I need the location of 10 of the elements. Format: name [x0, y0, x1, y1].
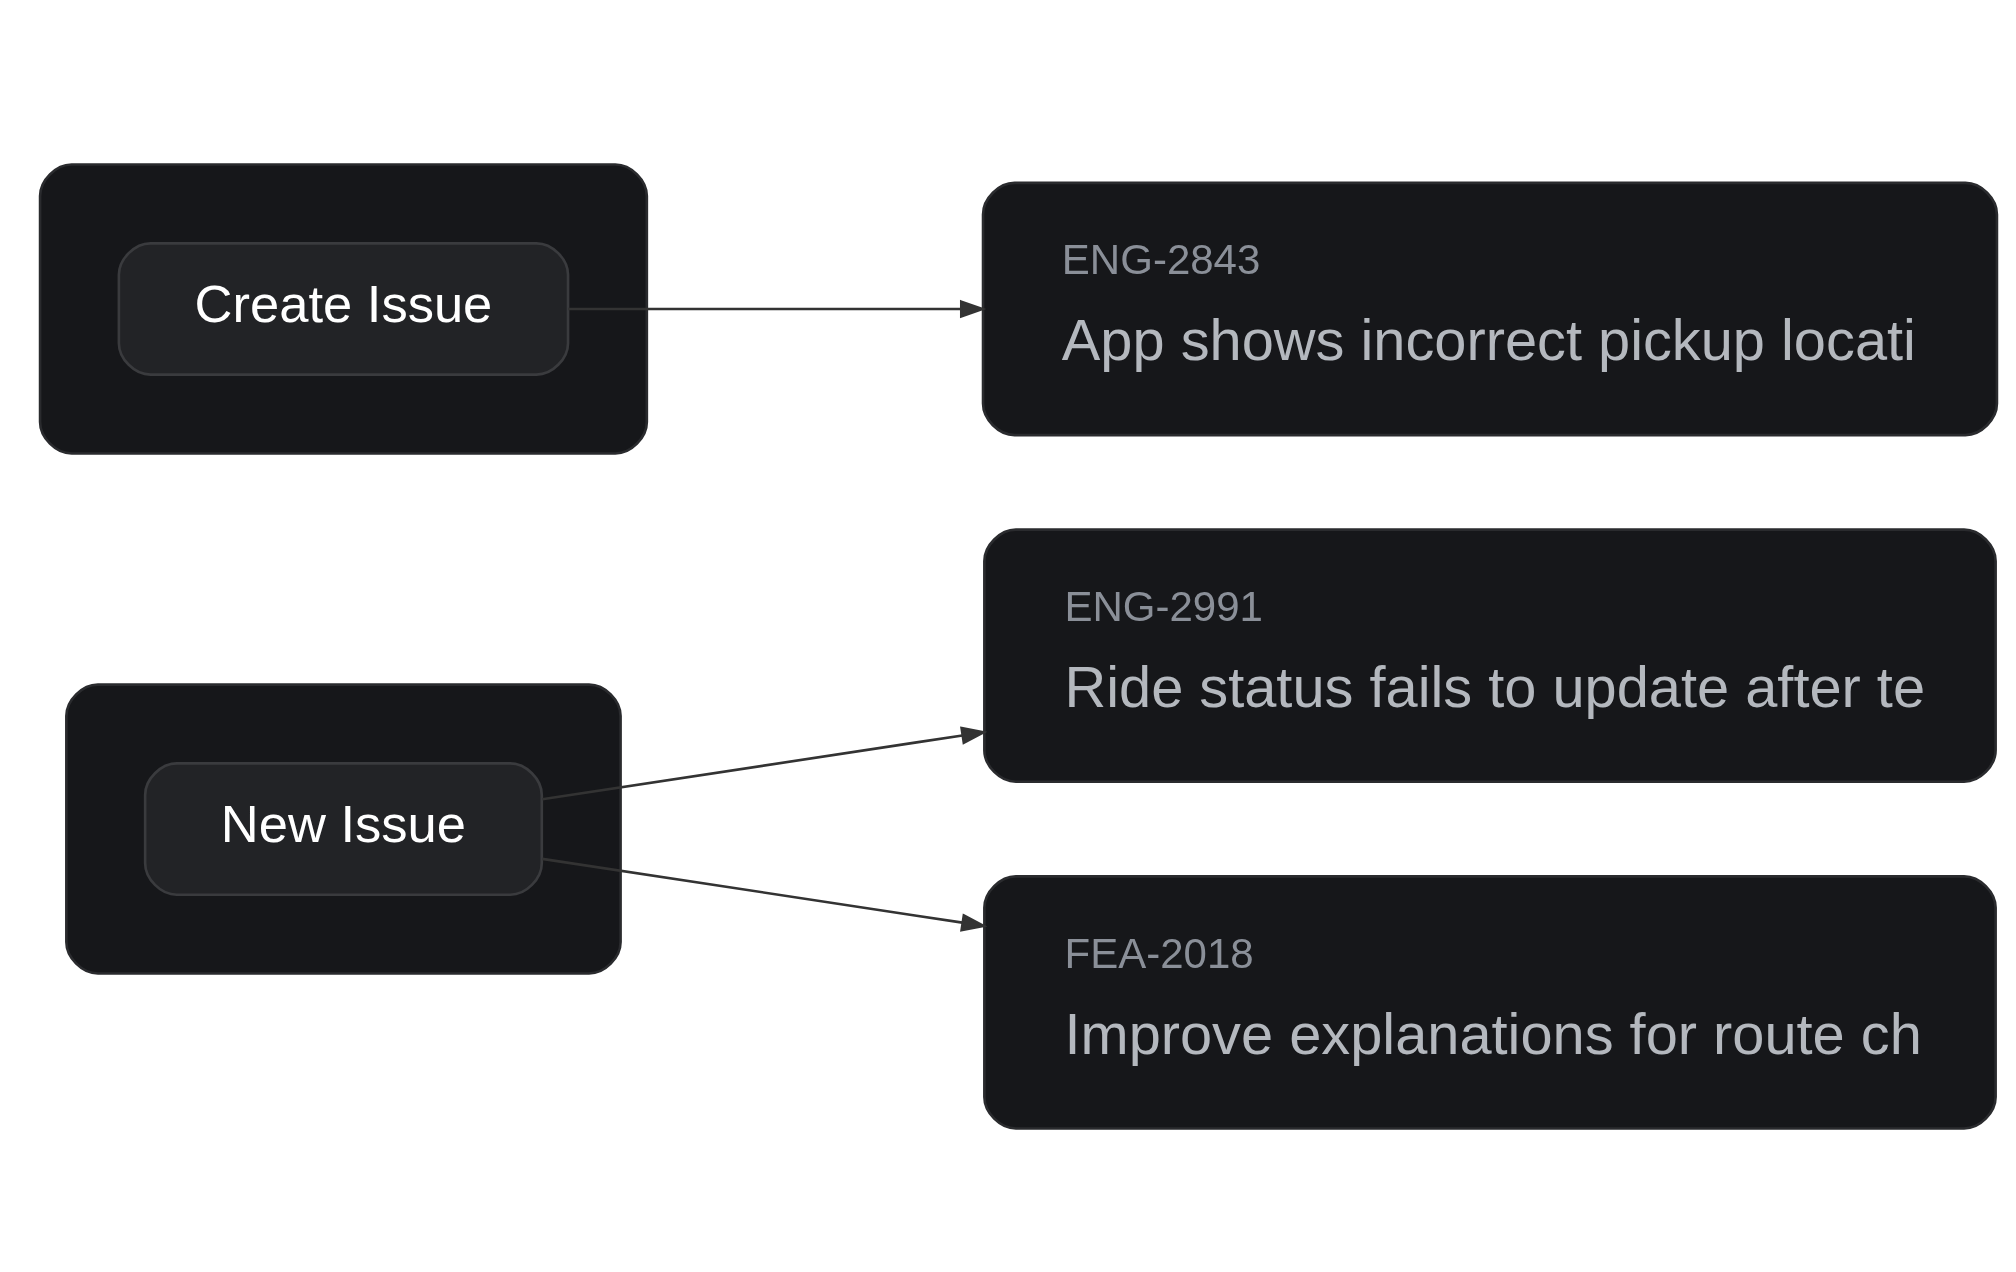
arrow — [568, 299, 987, 319]
node-box: New Issue — [143, 762, 544, 897]
arrow — [542, 726, 988, 801]
cluster — [38, 163, 649, 455]
node-box: ENG-2843 App shows incorrect pickup locati — [981, 181, 1999, 437]
node-box: FEA-2018 Improve explanations for route ch — [983, 875, 1997, 1130]
node-box: Create Issue — [117, 242, 570, 376]
cluster — [65, 683, 622, 975]
node-box: ENG-2991 Ride status fails to update after te — [983, 528, 1997, 784]
arrow — [542, 857, 988, 932]
